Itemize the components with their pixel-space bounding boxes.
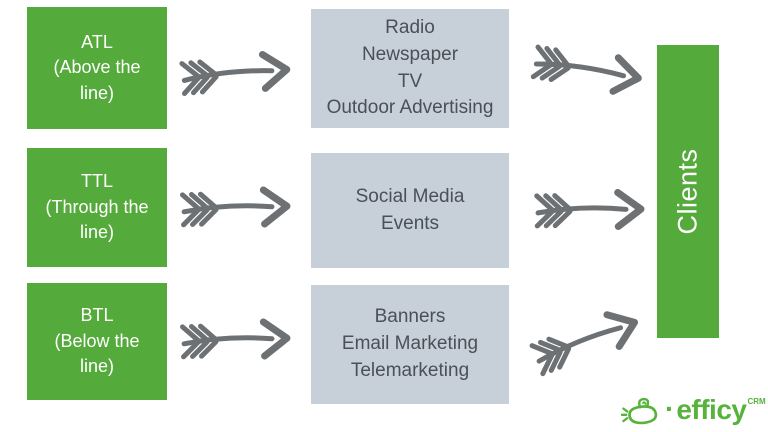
clients-box: Clients [657, 45, 719, 338]
ttl-channels-box: Social Media Events [311, 153, 509, 268]
efficy-logo: · efficy CRM [621, 392, 766, 430]
btl-box: BTL (Below the line) [27, 283, 167, 400]
arrow-ttl-to-channels-icon [169, 176, 301, 241]
btl-channels-box: Banners Email Marketing Telemarketing [311, 285, 509, 404]
logo-brand-text: efficy [676, 394, 747, 425]
atl-channels-box: Radio Newspaper TV Outdoor Advertising [311, 9, 509, 128]
logo-separator-dot: · [665, 393, 675, 424]
clients-label: Clients [672, 148, 703, 235]
arrow-channels-to-clients-middle-icon [523, 179, 654, 241]
atl-box: ATL (Above the line) [27, 7, 167, 129]
arrow-atl-to-channels-icon [168, 38, 303, 109]
arrow-channels-to-clients-top-icon [518, 30, 656, 110]
arrow-channels-to-clients-bottom-icon [515, 290, 658, 393]
ttl-box: TTL (Through the line) [27, 148, 167, 267]
submarine-doodle-icon [621, 397, 658, 425]
logo-crm-suffix: CRM [747, 397, 766, 406]
arrow-btl-to-channels-icon [169, 308, 301, 373]
